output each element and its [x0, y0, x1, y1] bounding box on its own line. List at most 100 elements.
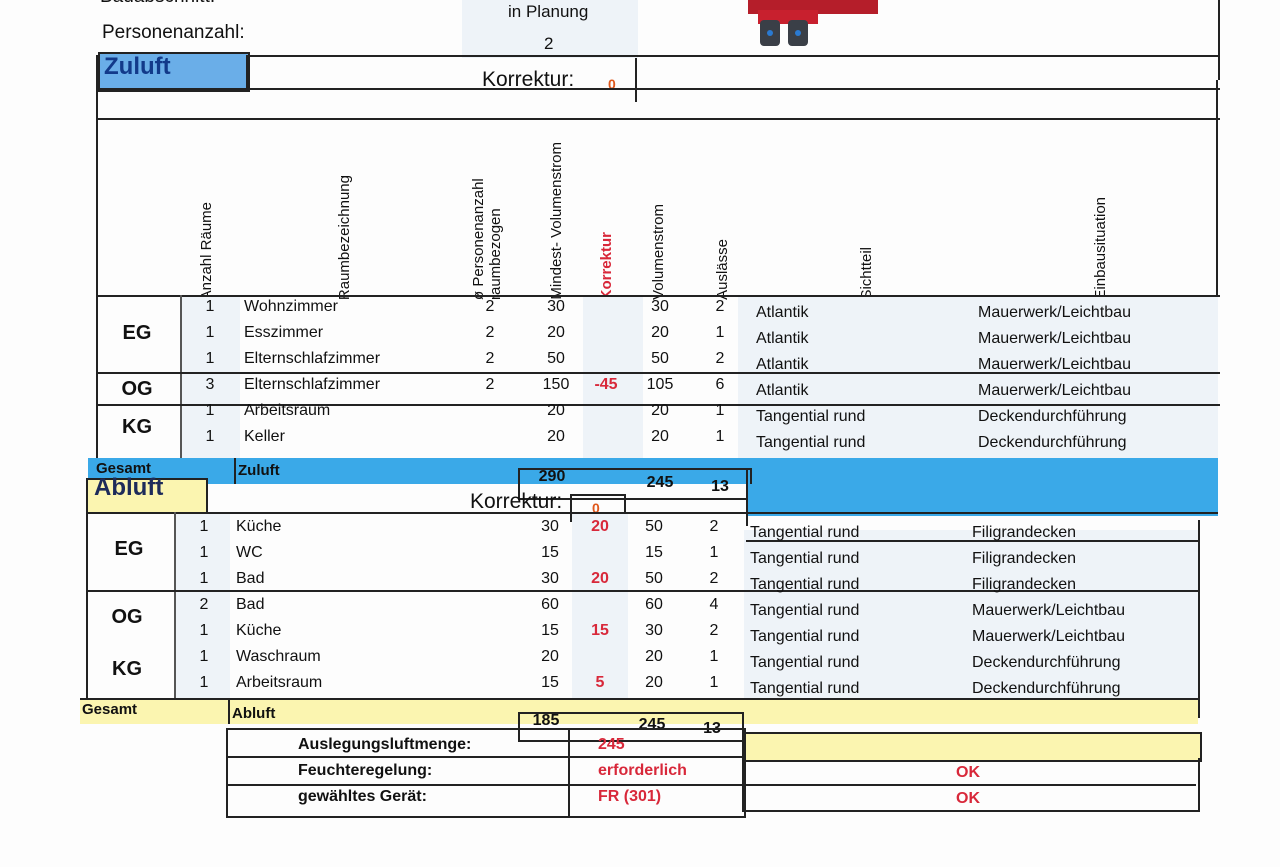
zuluft-sichtteil-cell: Atlantik: [756, 356, 809, 373]
abluft-anzahl-cell: 1: [199, 622, 209, 639]
abluft-raum-cell: Bad: [236, 570, 265, 587]
zuluft-total-auslaesse: 13: [711, 478, 729, 495]
abluft-auslaesse-cell: 2: [709, 622, 719, 639]
zuluft-total-name: Zuluft: [238, 462, 280, 479]
personen-value: 2: [544, 34, 554, 53]
zuluft-sichtteil-cell: Atlantik: [756, 330, 809, 347]
zuluft-auslaesse-cell: 1: [715, 324, 725, 341]
zuluft-volumen-cell: 105: [646, 376, 674, 393]
zuluft-mindest-cell: 20: [547, 402, 565, 419]
ventilation-sheet: Bauabschnitt: in Planung Personenanzahl:…: [78, 0, 1220, 830]
abluft-raum-cell: Küche: [236, 518, 282, 535]
zuluft-title: Zuluft: [104, 53, 171, 80]
zuluft-volumen-cell: 50: [651, 350, 669, 367]
summary-status-1: OK: [956, 764, 980, 781]
abluft-sichtteil-cell: Tangential rund: [750, 576, 860, 593]
abluft-volumen-cell: 50: [645, 570, 663, 587]
zuluft-anzahl-cell: 1: [205, 402, 215, 419]
abluft-volumen-cell: 30: [645, 622, 663, 639]
col-sichtteil: Sichtteil: [858, 247, 875, 300]
summary-value-0: 245: [598, 736, 625, 753]
abluft-auslaesse-cell: 4: [709, 596, 719, 613]
zuluft-mindest-cell: 20: [547, 324, 565, 341]
zuluft-personen-cell: 2: [485, 298, 495, 315]
zuluft-personen-cell: 2: [485, 376, 495, 393]
zuluft-anzahl-cell: 1: [205, 324, 215, 341]
zuluft-volumen-cell: 20: [651, 402, 669, 419]
zuluft-auslaesse-cell: 2: [715, 350, 725, 367]
abluft-sichtteil-cell: Tangential rund: [750, 524, 860, 541]
col-anzahl: Anzahl Räume: [198, 201, 215, 300]
zuluft-floor-kg: KG: [122, 416, 152, 438]
zuluft-volumen-cell: 30: [651, 298, 669, 315]
abluft-mindest-cell: 60: [541, 596, 559, 613]
zuluft-floor-og: OG: [121, 378, 153, 400]
abluft-auslaesse-cell: 1: [709, 544, 719, 561]
summary-value-2: FR (301): [598, 788, 662, 805]
abluft-einbau-cell: Deckendurchführung: [972, 680, 1121, 697]
zuluft-personen-cell: 2: [485, 350, 495, 367]
abluft-floor-kg: KG: [112, 658, 142, 680]
abluft-einbau-cell: Filigrandecken: [972, 524, 1077, 541]
zuluft-auslaesse-cell: 2: [715, 298, 725, 315]
abluft-title: Abluft: [94, 474, 164, 501]
abluft-mindest-cell: 15: [541, 622, 559, 639]
abluft-floor-og: OG: [111, 606, 143, 628]
abluft-volumen-cell: 20: [645, 648, 663, 665]
abluft-auslaesse-cell: 2: [709, 518, 719, 535]
col-einbau: Einbausituation: [1092, 197, 1109, 300]
summary-label-0: Auslegungsluftmenge:: [298, 736, 472, 753]
abluft-sichtteil-cell: Tangential rund: [750, 654, 860, 671]
abluft-sichtteil-cell: Tangential rund: [750, 680, 860, 697]
abluft-auslaesse-cell: 1: [709, 648, 719, 665]
zuluft-anzahl-cell: 1: [205, 350, 215, 367]
abluft-einbau-cell: Mauerwerk/Leichtbau: [972, 628, 1125, 645]
zuluft-mindest-cell: 50: [547, 350, 565, 367]
bauabschnitt-label: Bauabschnitt:: [100, 0, 215, 8]
zuluft-anzahl-cell: 3: [205, 376, 215, 393]
zuluft-sichtteil-cell: Tangential rund: [756, 434, 866, 451]
zuluft-floor-eg: EG: [122, 322, 152, 344]
abluft-korrektur-value[interactable]: 0: [592, 500, 600, 516]
abluft-volumen-cell: 60: [645, 596, 663, 613]
zuluft-einbau-cell: Mauerwerk/Leichtbau: [978, 382, 1131, 399]
zuluft-anzahl-cell: 1: [205, 428, 215, 445]
zuluft-raum-cell: Elternschlafzimmer: [244, 350, 381, 367]
zuluft-total-label: Gesamt: [96, 460, 152, 477]
zuluft-sichtteil-cell: Tangential rund: [756, 408, 866, 425]
col-auslaesse: Auslässe: [714, 239, 731, 300]
zuluft-korrektur-value[interactable]: 0: [608, 76, 616, 92]
zuluft-sichtteil-cell: Atlantik: [756, 382, 809, 399]
col-personen: ø Personenanzahl raumbezogen: [470, 178, 504, 300]
zuluft-volumen-cell: 20: [651, 324, 669, 341]
zuluft-volumen-cell: 20: [651, 428, 669, 445]
abluft-raum-cell: Arbeitsraum: [236, 674, 323, 691]
summary-label-1: Feuchteregelung:: [298, 762, 433, 779]
zuluft-korrektur-cell: -45: [594, 376, 618, 393]
abluft-anzahl-cell: 1: [199, 570, 209, 587]
zuluft-raum-cell: Wohnzimmer: [244, 298, 338, 315]
zuluft-auslaesse-cell: 1: [715, 428, 725, 445]
summary-value-1: erforderlich: [598, 762, 687, 779]
zuluft-auslaesse-cell: 1: [715, 402, 725, 419]
zuluft-anzahl-cell: 1: [205, 298, 215, 315]
summary-status-2: OK: [956, 790, 980, 807]
abluft-mindest-cell: 30: [541, 570, 559, 587]
zuluft-korrektur-label: Korrektur:: [482, 68, 575, 91]
zuluft-mindest-cell: 150: [542, 376, 570, 393]
abluft-korrektur-cell: 5: [595, 674, 605, 691]
abluft-floor-eg: EG: [114, 538, 144, 560]
abluft-auslaesse-cell: 2: [709, 570, 719, 587]
col-volumenstrom: Volumenstrom: [650, 204, 667, 300]
abluft-total-label: Gesamt: [82, 701, 138, 718]
abluft-volumen-cell: 15: [645, 544, 663, 561]
personen-label: Personenanzahl:: [102, 22, 245, 43]
abluft-raum-cell: WC: [236, 544, 263, 561]
summary-label-2: gewähltes Gerät:: [298, 788, 427, 805]
abluft-anzahl-cell: 2: [199, 596, 209, 613]
zuluft-auslaesse-cell: 6: [715, 376, 725, 393]
zuluft-raum-cell: Esszimmer: [244, 324, 324, 341]
col-mindest: Mindest- Volumenstrom: [548, 142, 565, 300]
zuluft-einbau-cell: Mauerwerk/Leichtbau: [978, 330, 1131, 347]
abluft-sichtteil-cell: Tangential rund: [750, 628, 860, 645]
